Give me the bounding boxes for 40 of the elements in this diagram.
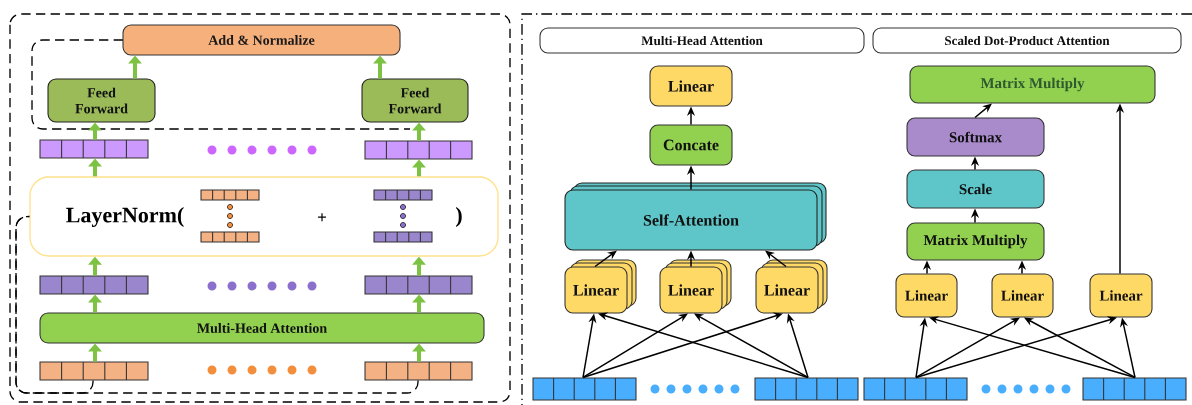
vector-strip xyxy=(364,361,473,381)
stacked-box: Self-Attention xyxy=(564,182,827,251)
process-box: Matrix Multiply xyxy=(906,222,1045,261)
vector-strip xyxy=(1082,377,1187,401)
vector-strip xyxy=(364,140,473,160)
vector-strip xyxy=(863,377,968,401)
arrow xyxy=(594,250,617,268)
closing-parenthesis: ) xyxy=(456,207,462,227)
arrow xyxy=(582,313,688,379)
process-box: Feed Forward xyxy=(47,78,156,123)
process-box: Linear xyxy=(991,273,1054,318)
arrow xyxy=(1024,317,1136,379)
title-box: Multi-Head Attention xyxy=(539,27,865,54)
process-box: Matrix Multiply xyxy=(909,65,1156,104)
process-box: Feed Forward xyxy=(361,78,469,123)
process-box: Linear xyxy=(649,65,733,107)
vector-strip xyxy=(532,377,637,401)
connector-line xyxy=(15,215,94,394)
process-box: Softmax xyxy=(906,117,1045,157)
plus-sign: + xyxy=(318,213,326,222)
vector-strip xyxy=(39,275,149,295)
arrow xyxy=(915,317,1020,379)
arrow xyxy=(694,313,809,379)
process-box: Linear xyxy=(895,273,958,318)
vector-strip xyxy=(754,377,859,401)
arrow xyxy=(765,250,787,268)
vector-strip xyxy=(39,139,149,159)
process-box: Linear xyxy=(1089,273,1153,318)
vector-strip xyxy=(39,361,149,381)
vector-strip xyxy=(364,275,473,295)
attention-bar: Multi-Head Attention xyxy=(39,312,485,344)
process-box: Concate xyxy=(649,124,733,166)
process-box: Scale xyxy=(906,169,1045,209)
connector-line xyxy=(15,215,419,394)
layer-norm-label: LayerNorm( xyxy=(66,207,184,227)
process-box: Add & Normalize xyxy=(122,24,401,56)
title-box: Scaled Dot-Product Attention xyxy=(872,27,1182,54)
stacked-box: Linear xyxy=(659,259,732,314)
stacked-box: Linear xyxy=(755,259,828,314)
stacked-box: Linear xyxy=(564,259,637,314)
